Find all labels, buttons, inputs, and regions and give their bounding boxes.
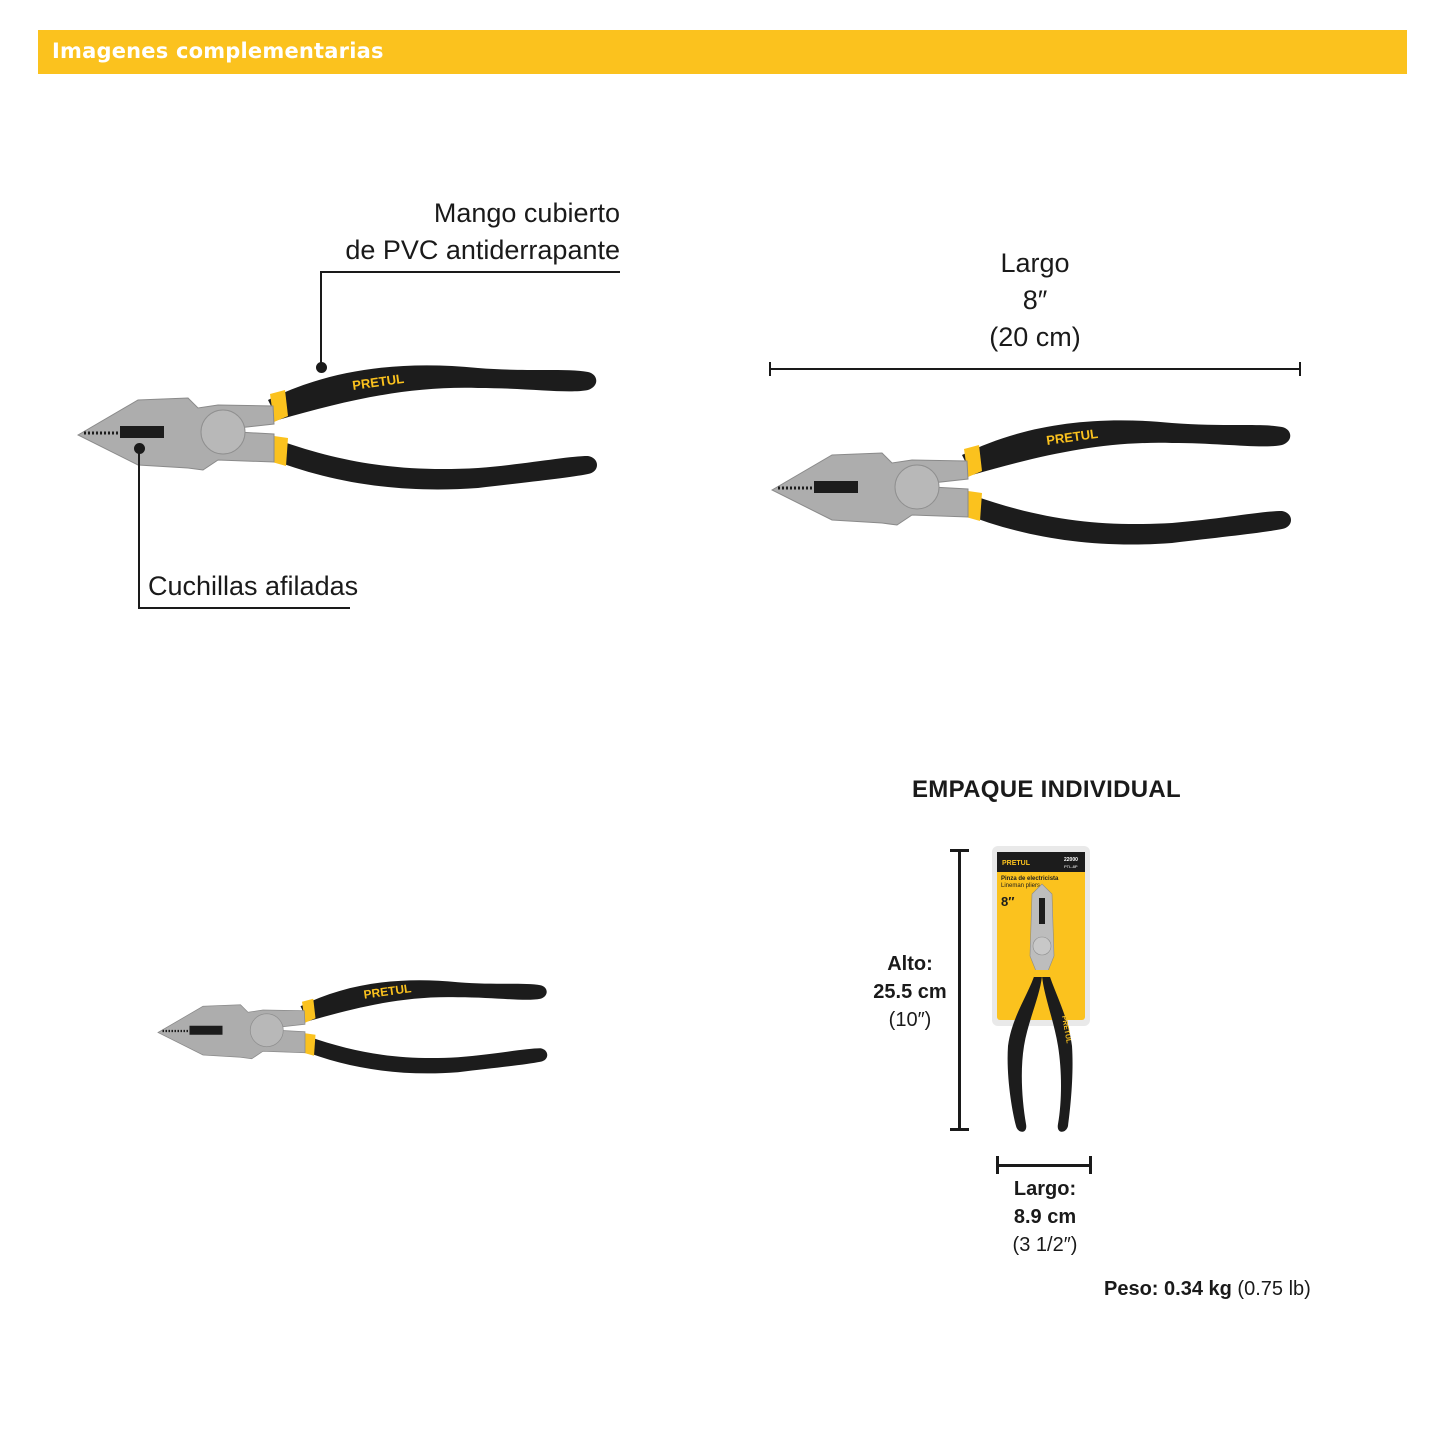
height-tick-top: [950, 849, 969, 852]
callout-handle-leader-h: [320, 271, 620, 273]
svg-text:8″: 8″: [1001, 894, 1014, 909]
width-tick-left: [996, 1156, 999, 1174]
height-label-title: Alto:: [887, 953, 933, 975]
length-dimension-line: [769, 368, 1301, 370]
weight-label-kg: 0.34 kg: [1164, 1278, 1232, 1300]
svg-text:PRETUL: PRETUL: [1002, 860, 1031, 867]
svg-text:Lineman pliers: Lineman pliers: [1001, 883, 1040, 889]
package-image: PRETUL 22000 PTL-8P Pinza de electricist…: [992, 846, 1090, 1132]
length-label-title: Largo: [1000, 248, 1070, 278]
width-label-cm: 8.9 cm: [1013, 1206, 1077, 1228]
callout-handle-line1: Mango cubierto: [433, 198, 620, 228]
length-tick-left: [769, 362, 771, 376]
pliers-image: PRETUL: [76, 365, 597, 490]
pliers-image-2: PRETUL: [770, 420, 1291, 545]
blister-package-icon: PRETUL 22000 PTL-8P Pinza de electricist…: [992, 846, 1090, 1132]
width-tick-right: [1089, 1156, 1092, 1174]
length-label-inches: 8″: [1022, 285, 1048, 315]
callout-handle: Mango cubierto de PVC antiderrapante: [300, 195, 620, 269]
section-header-bar: Imagenes complementarias: [38, 30, 1407, 74]
svg-text:PRETUL: PRETUL: [363, 981, 412, 1002]
pliers-icon: PRETUL: [770, 420, 1291, 545]
callout-handle-line2: de PVC antiderrapante: [345, 235, 620, 265]
height-label: Alto: 25.5 cm (10″): [862, 950, 958, 1034]
callout-blades-leader-v: [138, 448, 140, 608]
svg-text:PRETUL: PRETUL: [351, 371, 405, 393]
height-tick-bottom: [950, 1128, 969, 1131]
width-label: Largo: 8.9 cm (3 1/2″): [990, 1175, 1100, 1259]
callout-handle-dot: [316, 362, 327, 373]
weight-label: Peso: 0.34 kg (0.75 lb): [1104, 1278, 1311, 1301]
pliers-image-3: PRETUL: [157, 980, 548, 1074]
svg-text:22000: 22000: [1064, 857, 1078, 863]
pliers-icon: PRETUL: [157, 980, 548, 1074]
callout-blades-leader-h: [138, 607, 350, 609]
height-label-cm: 25.5 cm: [873, 981, 947, 1003]
svg-text:PTL-8P: PTL-8P: [1064, 864, 1078, 869]
callout-handle-leader-v: [320, 271, 322, 367]
svg-text:PRETUL: PRETUL: [1060, 1015, 1072, 1045]
length-label: Largo 8″ (20 cm): [935, 245, 1135, 356]
width-label-title: Largo:: [1013, 1178, 1077, 1200]
height-dimension-line: [958, 850, 961, 1130]
weight-label-title: Peso:: [1104, 1278, 1159, 1300]
width-label-inches: (3 1/2″): [1012, 1234, 1078, 1256]
length-tick-right: [1299, 362, 1301, 376]
svg-text:Pinza de electricista: Pinza de electricista: [1001, 876, 1059, 882]
pliers-icon: PRETUL: [76, 365, 597, 490]
callout-blades: Cuchillas afiladas: [148, 571, 359, 601]
section-title: Imagenes complementarias: [52, 39, 384, 63]
weight-label-lb: (0.75 lb): [1237, 1278, 1311, 1300]
height-label-inches: (10″): [888, 1009, 932, 1031]
width-dimension-line: [997, 1164, 1091, 1167]
svg-text:PRETUL: PRETUL: [1045, 426, 1099, 448]
length-label-cm: (20 cm): [989, 322, 1081, 352]
packaging-title: EMPAQUE INDIVIDUAL: [912, 776, 1181, 803]
